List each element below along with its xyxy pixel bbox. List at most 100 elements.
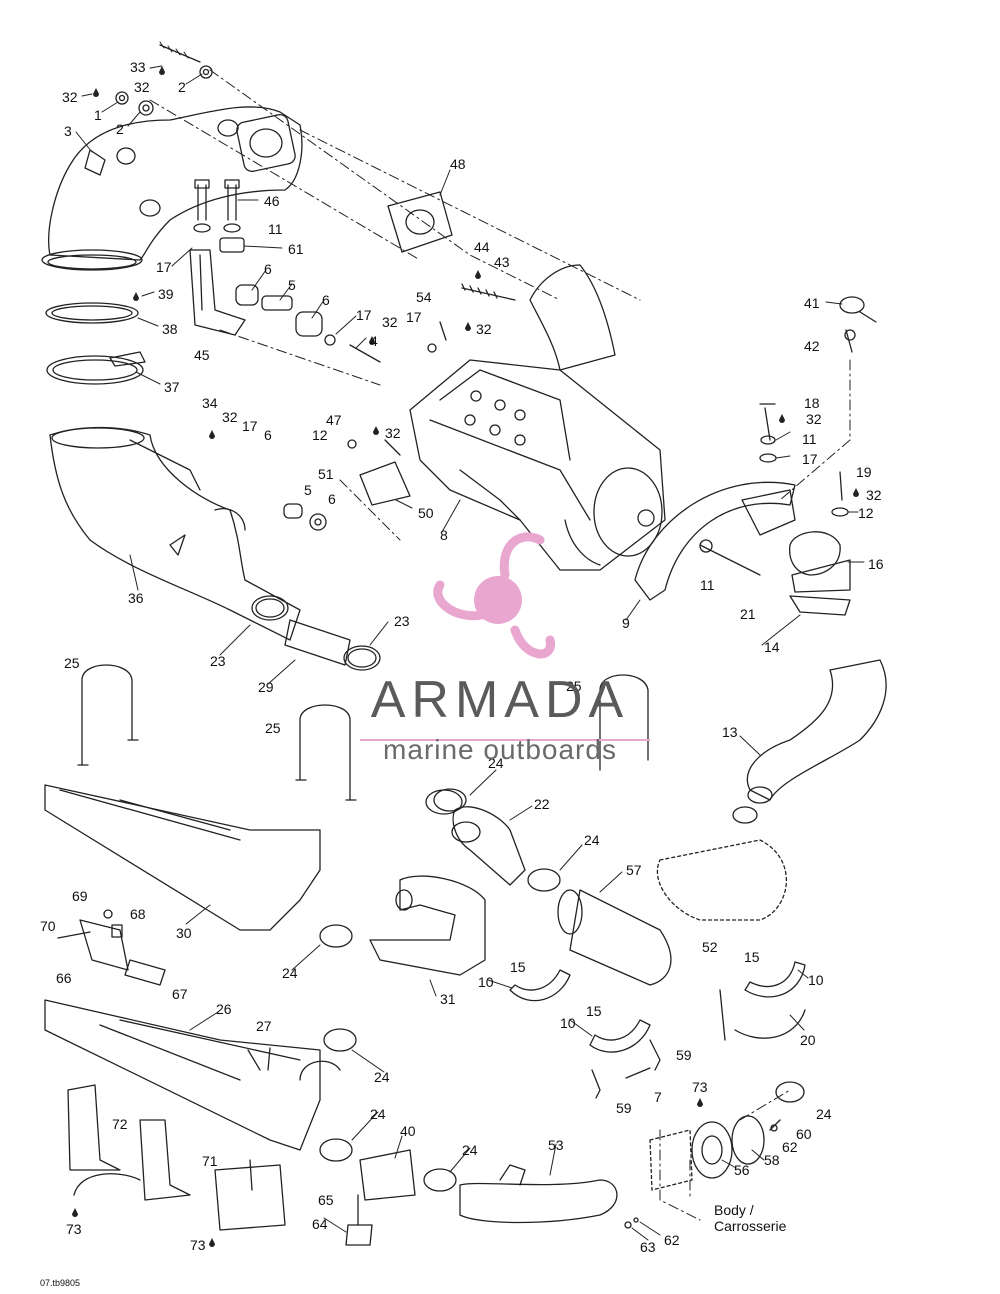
callout-26: 26 xyxy=(216,1001,232,1017)
armada-logo xyxy=(433,532,555,659)
leader-lines xyxy=(75,65,865,1241)
flange-48 xyxy=(387,191,453,253)
callout-10: 10 xyxy=(560,1015,576,1031)
bracket-66 xyxy=(79,919,129,971)
clamp-23a xyxy=(251,595,289,621)
callout-71: 71 xyxy=(202,1153,218,1169)
callout-6: 6 xyxy=(322,292,330,308)
callout-17: 17 xyxy=(156,259,172,275)
callout-67: 67 xyxy=(172,986,188,1002)
strap-67 xyxy=(124,959,166,986)
bracket-20 xyxy=(719,989,806,1041)
callout-31: 31 xyxy=(440,991,456,1007)
callout-24: 24 xyxy=(488,755,504,771)
channel-26 xyxy=(44,999,321,1151)
callout-66: 66 xyxy=(56,970,72,986)
callout-73: 73 xyxy=(66,1221,82,1237)
callout-30: 30 xyxy=(176,925,192,941)
callout-24: 24 xyxy=(370,1106,386,1122)
armada-logo-hub xyxy=(474,576,522,624)
callout-16: 16 xyxy=(868,556,884,572)
callout-14: 14 xyxy=(764,639,780,655)
clamp-37 xyxy=(46,355,144,385)
hose-13 xyxy=(746,659,887,801)
callout-32: 32 xyxy=(222,409,238,425)
callout-11: 11 xyxy=(268,221,283,237)
watermark-subtitle: marine outboards xyxy=(383,734,617,765)
callout-21: 21 xyxy=(740,606,756,622)
block-71 xyxy=(214,1164,286,1231)
engine-muffler-assembly xyxy=(409,359,666,571)
callout-32: 32 xyxy=(382,314,398,330)
callout-36: 36 xyxy=(128,590,144,606)
callout-11: 11 xyxy=(802,431,817,447)
callout-12: 12 xyxy=(312,427,328,443)
callout-5: 5 xyxy=(304,482,312,498)
bracket-64 xyxy=(345,1224,373,1246)
heat-shield-9 xyxy=(634,481,796,601)
callout-32: 32 xyxy=(385,425,401,441)
callout-58: 58 xyxy=(764,1152,780,1168)
callout-24: 24 xyxy=(374,1069,390,1085)
hose-22 xyxy=(452,806,526,886)
hose-clamps-24 xyxy=(319,788,805,1192)
clamp-23b xyxy=(343,645,381,671)
callout-34: 34 xyxy=(202,395,218,411)
exhaust-elbow xyxy=(529,264,616,371)
callout-25: 25 xyxy=(64,655,80,671)
strap-25a xyxy=(81,664,133,766)
callout-6: 6 xyxy=(264,427,272,443)
callout-24: 24 xyxy=(282,965,298,981)
callout-40: 40 xyxy=(400,1123,416,1139)
callout-72: 72 xyxy=(112,1116,128,1132)
gasket-58 xyxy=(731,1115,765,1165)
callout-54: 54 xyxy=(416,289,432,305)
outlet-53 xyxy=(459,1179,618,1224)
callout-59: 59 xyxy=(676,1047,692,1063)
callout-63: 63 xyxy=(640,1239,656,1255)
flange-56 xyxy=(691,1121,733,1179)
bracket-14 xyxy=(789,595,851,616)
callout-11: 11 xyxy=(700,577,715,593)
callout-3: 3 xyxy=(64,123,72,139)
callout-62: 62 xyxy=(782,1139,798,1155)
callout-20: 20 xyxy=(800,1032,816,1048)
callout-12: 12 xyxy=(858,505,874,521)
callout-25: 25 xyxy=(566,678,582,694)
bolt-33 xyxy=(159,44,201,63)
callout-24: 24 xyxy=(584,832,600,848)
callout-33: 33 xyxy=(130,59,146,75)
strap-25b xyxy=(299,704,351,801)
callout-60: 60 xyxy=(796,1126,812,1142)
callout-53: 53 xyxy=(548,1137,564,1153)
callout-10: 10 xyxy=(478,974,494,990)
callout-2: 2 xyxy=(116,121,124,137)
callout-68: 68 xyxy=(130,906,146,922)
callout-27: 27 xyxy=(256,1018,272,1034)
bracket-10a xyxy=(509,969,571,1002)
callout-38: 38 xyxy=(162,321,178,337)
callout-15: 15 xyxy=(586,1003,602,1019)
callout-51: 51 xyxy=(318,466,334,482)
callout-17: 17 xyxy=(356,307,372,323)
callout-39: 39 xyxy=(158,286,174,302)
callout-59: 59 xyxy=(616,1100,632,1116)
callout-7: 7 xyxy=(654,1089,662,1105)
callout-6: 6 xyxy=(264,261,272,277)
callout-57: 57 xyxy=(626,862,642,878)
callout-48: 48 xyxy=(450,156,466,172)
callout-23: 23 xyxy=(210,653,226,669)
callout-32: 32 xyxy=(62,89,78,105)
callout-15: 15 xyxy=(510,959,526,975)
callout-73: 73 xyxy=(692,1079,708,1095)
figure-code: 07.tb9805 xyxy=(40,1278,81,1288)
callout-69: 69 xyxy=(72,888,88,904)
muffler-57 xyxy=(569,889,672,986)
gasket-38 xyxy=(45,302,139,324)
callout-6: 6 xyxy=(328,491,336,507)
strap-25c xyxy=(599,674,649,771)
callout-4: 4 xyxy=(370,333,378,349)
bracket-10c xyxy=(744,961,806,998)
callout-10: 10 xyxy=(808,972,824,988)
callout-44: 44 xyxy=(474,239,490,255)
